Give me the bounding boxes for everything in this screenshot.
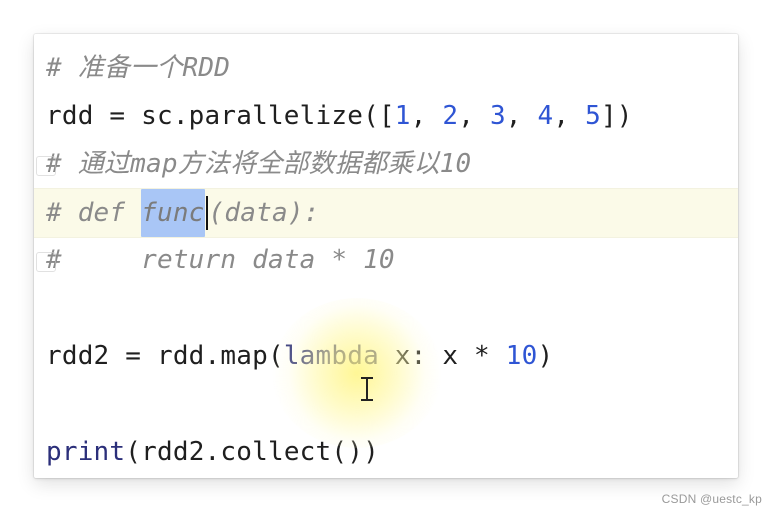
- code-line-1[interactable]: # 准备一个RDD: [46, 44, 738, 92]
- separator-2: ,: [458, 101, 490, 131]
- code-editor[interactable]: # 准备一个RDD rdd = sc.parallelize([1, 2, 3,…: [34, 34, 738, 478]
- builtin-print: print: [46, 437, 126, 467]
- number-literal-10: 10: [505, 341, 538, 371]
- code-line-4-current[interactable]: # def func(data):: [34, 188, 738, 238]
- watermark-text: CSDN @uestc_kp: [661, 492, 762, 506]
- i-beam-stem: [366, 378, 368, 400]
- separator-4: ,: [553, 101, 586, 131]
- code-closing-paren: ): [537, 341, 554, 371]
- fold-marker-icon[interactable]: [36, 252, 56, 272]
- number-literal-5: 5: [585, 101, 601, 131]
- comment-map-method: # 通过map方法将全部数据都乘以10: [46, 149, 472, 179]
- fold-marker-icon[interactable]: [36, 156, 56, 176]
- comment-def-prefix: # def: [46, 198, 142, 228]
- number-literal-4: 4: [537, 101, 554, 131]
- number-literal-2: 2: [442, 101, 459, 131]
- separator-3: ,: [505, 101, 538, 131]
- comment-def-suffix: (data):: [208, 198, 320, 228]
- code-line-6-blank[interactable]: [46, 284, 738, 332]
- code-rdd2-assignment: rdd2 = rdd.map(: [46, 341, 284, 371]
- lambda-keyword-part-2: bda: [331, 341, 379, 371]
- print-arguments: (rdd2.collect()): [125, 437, 379, 467]
- number-literal-3: 3: [489, 101, 506, 131]
- code-rdd-assignment: rdd = sc.parallelize([: [46, 101, 395, 131]
- i-beam-bottom: [361, 399, 373, 401]
- lambda-keyword-part-1: lam: [283, 341, 332, 371]
- code-area[interactable]: # 准备一个RDD rdd = sc.parallelize([1, 2, 3,…: [34, 34, 738, 478]
- code-line-5[interactable]: # return data * 10: [36, 236, 738, 284]
- code-line-2[interactable]: rdd = sc.parallelize([1, 2, 3, 4, 5]): [46, 92, 738, 140]
- comment-prepare-rdd: # 准备一个RDD: [46, 53, 231, 83]
- number-literal-1: 1: [394, 101, 411, 131]
- comment-return-data: # return data * 10: [46, 245, 395, 275]
- code-line-3[interactable]: # 通过map方法将全部数据都乘以10: [36, 140, 738, 188]
- lambda-expression: x: x *: [378, 341, 506, 371]
- text-caret: [205, 196, 208, 230]
- code-line-9[interactable]: print(rdd2.collect()): [46, 428, 738, 476]
- i-beam-icon: [360, 375, 374, 403]
- code-closing-brackets: ]): [600, 101, 633, 131]
- separator-1: ,: [410, 101, 443, 131]
- code-line-8-blank[interactable]: [46, 380, 738, 428]
- selected-text-func[interactable]: func: [141, 189, 205, 237]
